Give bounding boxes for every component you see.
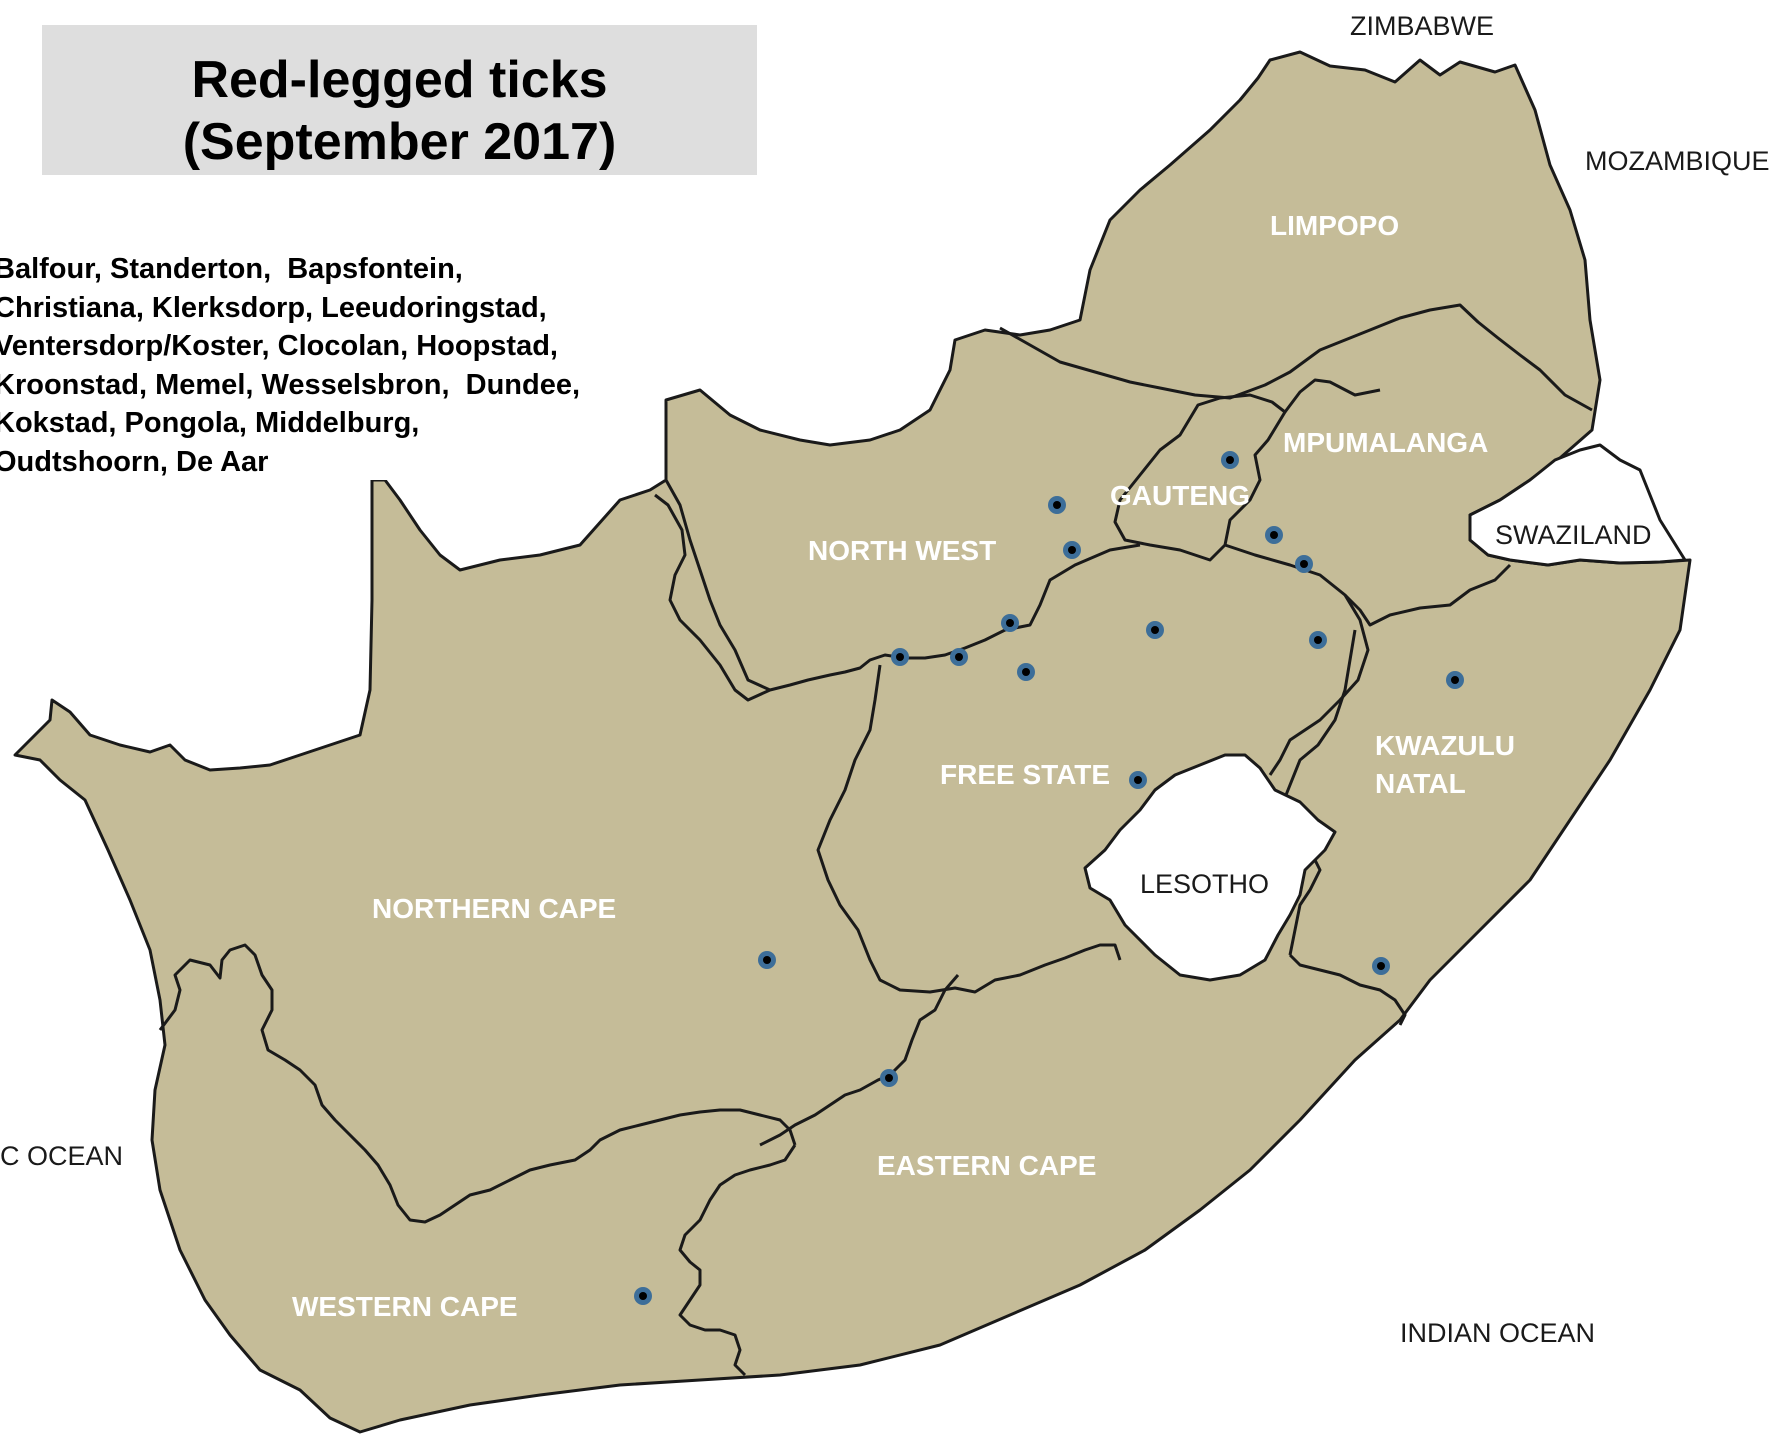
- outbreak-marker: [891, 648, 909, 666]
- outbreak-marker: [1129, 771, 1147, 789]
- locations-line: Christiana, Klerksdorp, Leeudoringstad,: [0, 291, 547, 324]
- title-line-2: (September 2017): [182, 113, 617, 171]
- outbreak-marker: [634, 1287, 652, 1305]
- label-northern-cape: NORTHERN CAPE: [372, 893, 616, 924]
- label-north-west: NORTH WEST: [808, 535, 996, 566]
- locations-line: Kroonstad, Memel, Wesselsbron, Dundee,: [0, 368, 581, 401]
- label-indian-ocean: INDIAN OCEAN: [1400, 1318, 1595, 1348]
- outbreak-marker: [1146, 621, 1164, 639]
- label-mozambique: MOZAMBIQUE: [1585, 146, 1770, 176]
- outbreak-marker: [1017, 663, 1035, 681]
- title-line-1: Red-legged ticks: [191, 51, 608, 109]
- border-eastern-cape-north: [759, 974, 960, 1147]
- label-mpumalanga: MPUMALANGA: [1283, 427, 1488, 458]
- border-freestate-northern-cape: [816, 664, 1122, 994]
- outbreak-marker: [880, 1069, 898, 1087]
- label-lesotho: LESOTHO: [1140, 869, 1269, 899]
- label-atlantic-ocean: C OCEAN: [0, 1141, 123, 1171]
- locations-list: Balfour, Standerton, Bapsfontein, Christ…: [0, 250, 654, 480]
- outbreak-marker: [1446, 671, 1464, 689]
- outbreak-markers: [634, 451, 1464, 1305]
- locations-line: Kokstad, Pongola, Middelburg,: [0, 407, 420, 439]
- province-labels: LIMPOPO MPUMALANGA GAUTENG NORTH WEST FR…: [292, 210, 1515, 1322]
- outbreak-marker: [1372, 957, 1390, 975]
- outbreak-marker: [1295, 555, 1313, 573]
- label-western-cape: WESTERN CAPE: [292, 1291, 518, 1322]
- outbreak-marker: [1048, 496, 1066, 514]
- neighbour-labels: ZIMBABWE MOZAMBIQUE SWAZILAND LESOTHO C …: [0, 11, 1770, 1348]
- map-title: Red-legged ticks (September 2017): [42, 25, 757, 175]
- label-natal: NATAL: [1375, 768, 1466, 799]
- border-northwest-northern-cape: [664, 479, 771, 692]
- outbreak-marker: [1309, 631, 1327, 649]
- border-eastern-cape-kwazulu: [1288, 953, 1407, 1026]
- label-limpopo: LIMPOPO: [1270, 210, 1399, 241]
- swaziland-shape: [1468, 443, 1687, 567]
- border-mpumalanga-west: [1283, 378, 1381, 413]
- outbreak-marker: [1001, 614, 1019, 632]
- border-limpopo-south: [999, 303, 1593, 412]
- outbreak-marker: [758, 951, 776, 969]
- border-mpumalanga-south: [1224, 543, 1512, 627]
- locations-line: Oudtshoorn, De Aar: [0, 445, 269, 478]
- label-kwazulu: KWAZULU: [1375, 730, 1515, 761]
- outbreak-marker: [1221, 451, 1239, 469]
- border-freestate-kwazulu: [1268, 594, 1370, 776]
- locations-line: Ventersdorp/Koster, Clocolan, Hoopstad,: [0, 330, 558, 362]
- label-free-state: FREE STATE: [940, 759, 1110, 790]
- lesotho-shape: [1083, 753, 1337, 982]
- label-swaziland: SWAZILAND: [1495, 520, 1652, 550]
- outbreak-marker: [950, 648, 968, 666]
- label-zimbabwe: ZIMBABWE: [1350, 11, 1494, 41]
- border-northwest-freestate: [654, 493, 1141, 702]
- border-western-cape-eastern-cape: [678, 1144, 797, 1377]
- label-gauteng: GAUTENG: [1110, 480, 1250, 511]
- outbreak-marker: [1265, 526, 1283, 544]
- outbreak-marker: [1063, 541, 1081, 559]
- border-western-cape-northern-cape: [158, 943, 797, 1224]
- locations-line: Balfour, Standerton, Bapsfontein,: [0, 253, 463, 285]
- label-eastern-cape: EASTERN CAPE: [877, 1150, 1096, 1181]
